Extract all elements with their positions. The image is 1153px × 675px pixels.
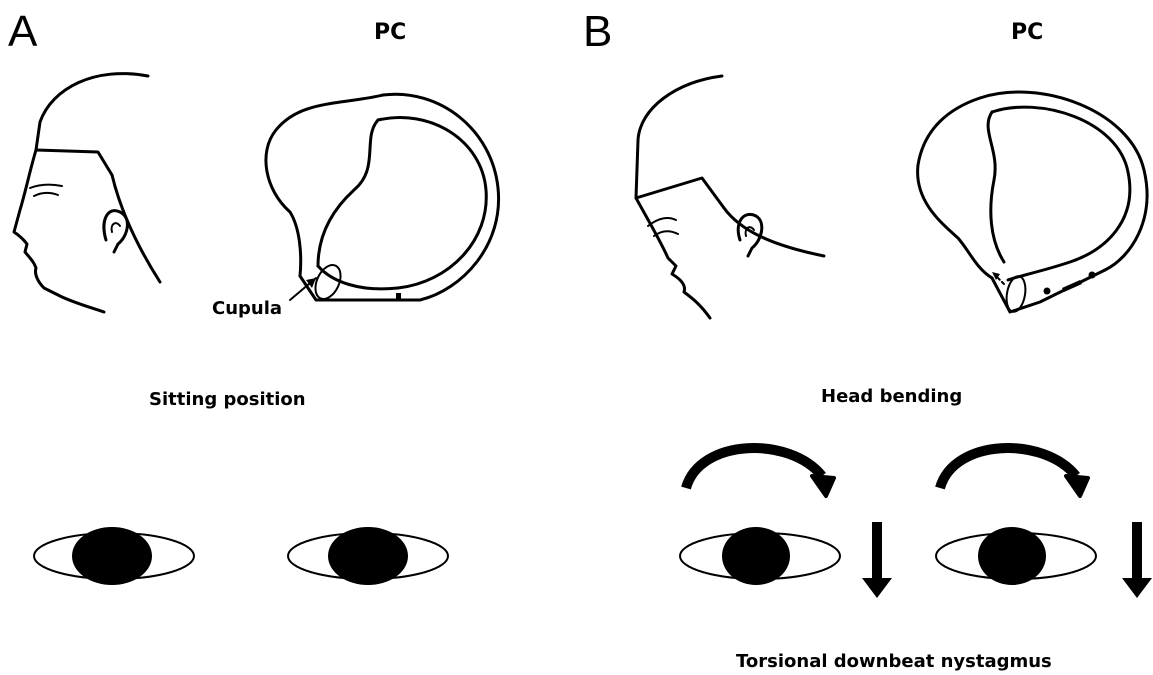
posterior-canal-bent xyxy=(918,92,1147,313)
downbeat-arrow-right xyxy=(1122,522,1152,598)
right-pupil-b xyxy=(978,527,1046,585)
left-pupil-b xyxy=(722,527,790,585)
torsion-arrow-left xyxy=(686,448,834,496)
cupula xyxy=(310,261,345,303)
eyes-neutral xyxy=(34,527,448,585)
torsion-arrow-right xyxy=(940,448,1088,496)
posterior-canal-sitting xyxy=(266,94,499,303)
head-profile-bent xyxy=(636,76,824,318)
right-pupil xyxy=(328,527,408,585)
eyes-nystagmus xyxy=(680,527,1096,585)
head-profile-upright xyxy=(14,74,160,312)
downbeat-arrow-left xyxy=(862,522,892,598)
left-pupil xyxy=(72,527,152,585)
